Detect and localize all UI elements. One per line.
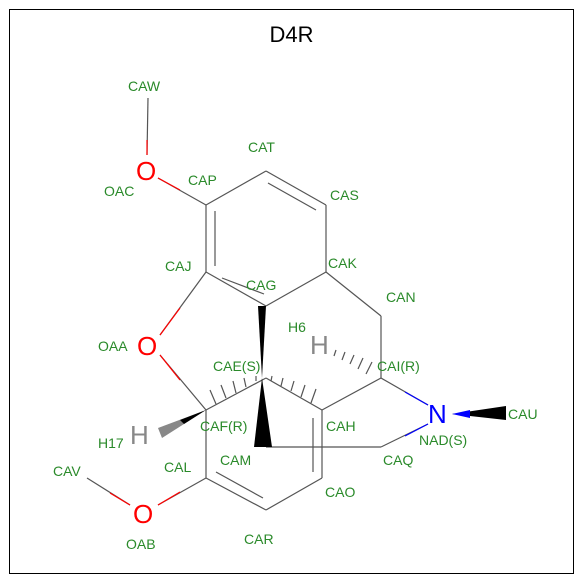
oxygen-atom-oac: O (136, 156, 156, 186)
wedge-layer (158, 306, 506, 447)
hydrogen-atom-h6: H (310, 330, 329, 360)
hash-bond (290, 380, 295, 392)
bond-o (157, 177, 181, 191)
oxygen-atom-oaa: O (137, 331, 157, 361)
bond-o (159, 354, 181, 381)
hash-bond (365, 361, 373, 375)
atom-label: CAQ (383, 452, 413, 468)
wedge-bond (258, 306, 266, 378)
hash-bond (333, 349, 337, 357)
bond (205, 377, 267, 411)
hash-bond (220, 384, 227, 399)
atom-label: CAK (328, 255, 357, 271)
atom-label: CAN (386, 289, 416, 305)
atom-label: CAS (330, 187, 359, 203)
hash-bond (209, 389, 217, 405)
bond-o (109, 492, 131, 506)
atom-label: CAJ (165, 258, 191, 274)
bond-n (404, 423, 429, 437)
hash-bond (280, 377, 284, 387)
hash-bond (270, 375, 273, 382)
atom-label: CAE(S) (213, 358, 260, 374)
atom-label: CAG (246, 277, 276, 293)
atom-label: OAC (104, 183, 134, 199)
hash-bond (300, 384, 306, 398)
bond-o (157, 491, 181, 506)
bond (205, 170, 267, 206)
hash-layer (209, 349, 373, 405)
bond (325, 271, 382, 317)
atom-label: CAM (220, 452, 251, 468)
atom-label: CAT (248, 139, 275, 155)
atom-label: H6 (288, 319, 306, 335)
wedge-bond (180, 410, 206, 424)
atom-labels: CAW CAT OAC CAP CAS CAJ CAK CAG CAN H6 O… (53, 78, 538, 552)
atom-label: OAA (98, 338, 128, 354)
atom-label: CAI(R) (377, 358, 420, 374)
atom-label: NAD(S) (419, 432, 467, 448)
bond-inner (267, 182, 317, 211)
hash-bond (341, 351, 346, 361)
atom-label: CAL (164, 459, 191, 475)
molecule-title: D4R (269, 22, 314, 47)
element-symbols: O O O N H H (130, 156, 447, 529)
atom-label: CAV (53, 463, 81, 479)
atom-label: CAO (325, 484, 355, 500)
hash-bond (357, 357, 364, 370)
hash-bond (310, 388, 317, 404)
hash-bond (232, 380, 237, 394)
heteroatom-bond-layer (109, 140, 429, 506)
bond (205, 477, 267, 511)
bond-n (404, 391, 429, 406)
hash-bond (349, 354, 355, 365)
bond-o (159, 307, 181, 336)
hash-bond (243, 377, 247, 388)
bond (265, 170, 327, 206)
atom-label: CAW (128, 78, 161, 94)
bond (265, 271, 327, 307)
oxygen-atom-oab: O (133, 499, 153, 529)
hydrogen-atom-h17: H (130, 420, 149, 450)
bond-inner (221, 277, 265, 295)
atom-label: CAF(R) (200, 418, 247, 434)
bond (265, 477, 323, 511)
wedge-bond-n (452, 406, 506, 420)
bond (205, 271, 267, 307)
nitrogen-atom: N (428, 399, 447, 429)
atom-label: CAU (508, 406, 538, 422)
bond-inner (215, 471, 264, 499)
bond (265, 377, 323, 411)
wedge-bond (254, 378, 272, 447)
atom-label: CAR (244, 531, 274, 547)
atom-label: CAH (326, 418, 356, 434)
atom-label: H17 (98, 435, 124, 451)
atom-label: CAP (188, 172, 217, 188)
bond (321, 377, 382, 411)
atom-label: OAB (126, 536, 156, 552)
wedge-bond-n-blue (452, 410, 470, 418)
